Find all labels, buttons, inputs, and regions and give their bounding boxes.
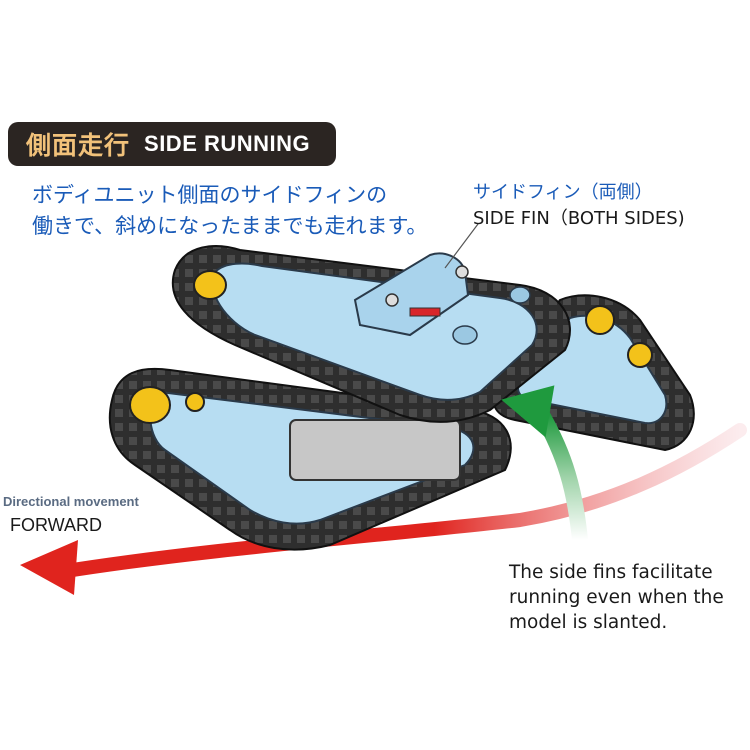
description-line: ボディユニット側面のサイドフィンの <box>32 183 388 207</box>
header-title-en: SIDE RUNNING <box>144 131 311 156</box>
side-fin-note: The side fins facilitate running even wh… <box>509 560 749 635</box>
side-fin-label-jp: サイドフィン（両側） <box>473 182 653 203</box>
section-header: 側面走行 SIDE RUNNING <box>8 122 336 166</box>
slant-arrow-icon <box>501 385 588 541</box>
header-title-jp: 側面走行 <box>26 131 131 160</box>
lower-track-unit <box>108 367 512 551</box>
side-fin-callout: サイドフィン（両側） SIDE FIN（BOTH SIDES) <box>473 180 743 232</box>
direction-value: FORWARD <box>10 515 102 535</box>
forward-arrow-icon <box>20 423 747 595</box>
note-line: running even when the <box>509 587 724 608</box>
description-jp: ボディユニット側面のサイドフィンの 働きで、斜めになったままでも走れます。 <box>32 180 452 242</box>
upper-track-unit <box>171 245 571 423</box>
direction-label: Directional movement <box>3 494 139 509</box>
description-line: 働きで、斜めになったままでも走れます。 <box>32 214 428 238</box>
fin-leader-line <box>444 223 479 269</box>
note-line: model is slanted. <box>509 612 668 633</box>
side-fin-label-en: SIDE FIN（BOTH SIDES) <box>473 208 685 229</box>
note-line: The side fins facilitate <box>509 562 713 583</box>
